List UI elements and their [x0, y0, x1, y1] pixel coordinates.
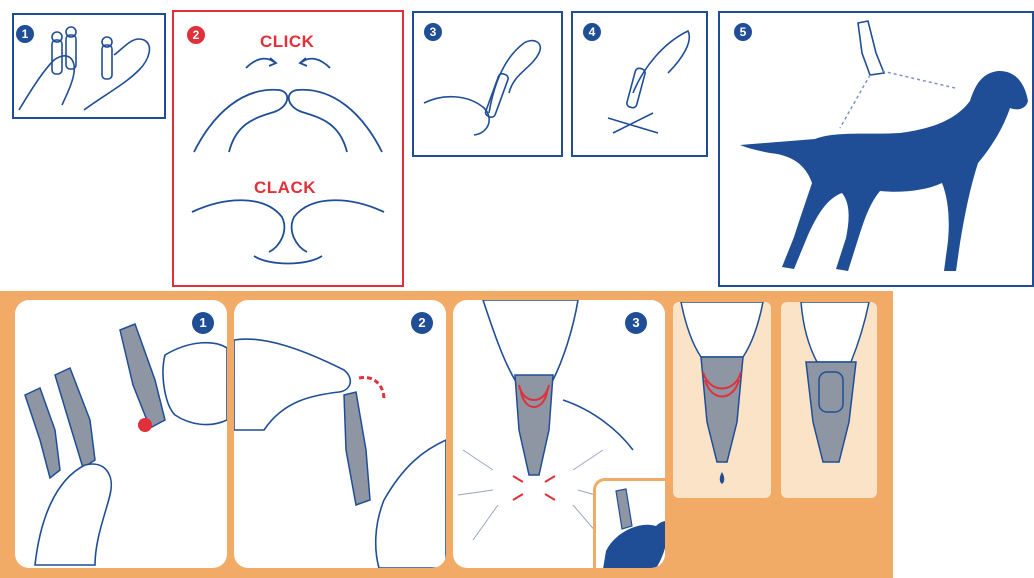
hands-twisting-off-tip-illustration: [234, 300, 446, 568]
top-step-1-panel: 1: [12, 13, 166, 119]
hand-holding-open-pipette-illustration: [573, 13, 706, 155]
hands-bending-pipette-illustration: [174, 12, 402, 285]
pipette-squeeze-tint-panel: [673, 302, 771, 498]
hands-separating-pipettes-illustration: [15, 300, 227, 568]
empty-pipette-tint-panel: [781, 302, 877, 498]
hands-separating-pipettes-illustration: [14, 15, 164, 117]
top-step-5-panel: 5: [718, 11, 1034, 287]
dog-inset: [593, 478, 665, 568]
squeezing-pipette-illustration: [673, 302, 771, 498]
bottom-step-3-panel: 3: [453, 300, 665, 568]
bottom-step-2-panel: 2: [234, 300, 446, 568]
top-step-2-panel: 2 CLICK CLACK: [172, 10, 404, 287]
dog-application-illustration: [720, 13, 1032, 285]
hands-twisting-pipette-illustration: [414, 13, 561, 155]
top-step-3-panel: 3: [412, 11, 563, 157]
bottom-step-1-panel: 1: [15, 300, 227, 568]
dog-head-inset-illustration: [596, 481, 665, 568]
top-step-4-panel: 4: [571, 11, 708, 157]
dog-silhouette: [740, 71, 1028, 271]
empty-pipette-illustration: [781, 302, 877, 498]
